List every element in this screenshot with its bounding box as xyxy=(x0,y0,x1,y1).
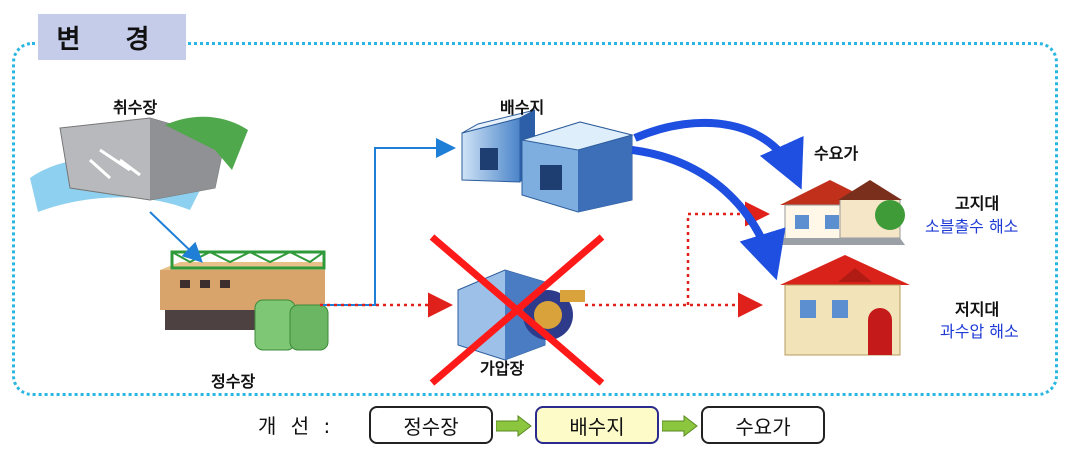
house-low-illustration xyxy=(780,255,910,356)
intake-to-plant-arrow xyxy=(149,211,203,263)
flow-arrow-icon xyxy=(662,415,698,437)
flow-arrow-icon xyxy=(496,415,532,437)
high-zone-note: 소블출수 해소 xyxy=(925,217,1019,236)
low-zone-note: 과수압 해소 xyxy=(940,322,1019,341)
intake-illustration xyxy=(30,116,248,212)
flow-step-reservoir: 배수지 xyxy=(535,406,659,444)
low-zone-label: 저지대 xyxy=(955,300,1000,319)
house-high-illustration xyxy=(775,180,905,245)
reservoir-illustration xyxy=(461,109,634,213)
flow-step-purification: 정수장 xyxy=(369,406,493,444)
booster-removed-cross xyxy=(429,234,605,386)
reservoir-to-low-arrow xyxy=(631,146,786,281)
purification-illustration xyxy=(160,250,329,351)
page-title: 변 경 xyxy=(38,14,186,60)
booster-label: 가압장 xyxy=(480,359,525,378)
reservoir-to-high-arrow xyxy=(633,118,804,190)
flow-label: 개 선 : xyxy=(258,414,335,438)
high-zone-label: 고지대 xyxy=(955,194,1000,213)
intake-label: 취수장 xyxy=(113,98,158,117)
diagram-frame xyxy=(12,42,1058,396)
plant-to-reservoir-arrow xyxy=(320,138,456,306)
reservoir-label: 배수지 xyxy=(500,98,545,117)
booster-to-high-arrow xyxy=(686,201,770,305)
consumer-label: 수요가 xyxy=(814,144,859,163)
purification-label: 정수장 xyxy=(211,372,256,391)
flow-step-consumer: 수요가 xyxy=(701,406,825,444)
